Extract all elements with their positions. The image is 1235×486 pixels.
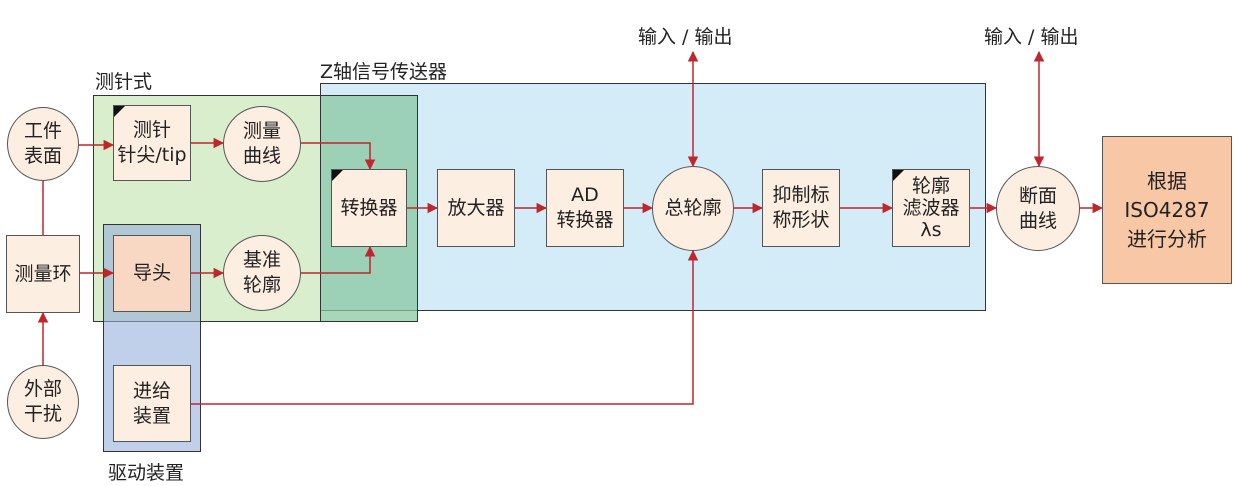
stylus-region-label: 测针式 [95, 71, 153, 93]
measured-curve-node: 测量 曲线 [223, 106, 301, 182]
suppress-form-node: 抑制标 称形状 [762, 169, 840, 247]
iso-analysis-node: 根据 ISO4287 进行分析 [1102, 136, 1232, 284]
connector-feed-to-total [191, 249, 699, 405]
stylus-tip-node: 测针 针尖/tip [113, 105, 191, 181]
workpiece-surface-node: 工件 表面 [7, 107, 79, 181]
reference-profile-node: 基准 轮廓 [223, 235, 301, 311]
io-label-1: 输入 / 输出 [638, 26, 733, 48]
section-curve-node: 断面 曲线 [996, 166, 1080, 251]
io-label-2: 输入 / 输出 [984, 26, 1079, 48]
connector-curve-to-transducer [301, 142, 376, 171]
measurement-loop-node: 测量环 [6, 235, 80, 313]
feed-device-node: 进给 装置 [113, 365, 191, 442]
transducer-node: 转换器 [331, 169, 407, 247]
ad-converter-node: AD 转换器 [546, 169, 624, 247]
profile-filter-node: 轮廓 滤波器 λs [892, 169, 970, 247]
amplifier-node: 放大器 [437, 169, 515, 247]
connector-reference-to-transducer [301, 245, 376, 274]
total-profile-node: 总轮廓 [652, 166, 734, 251]
z-axis-region-label: Z轴信号传送器 [320, 61, 448, 83]
external-disturbance-node: 外部 干扰 [7, 365, 79, 439]
guide-node: 导头 [113, 235, 191, 312]
drive-region-label: 驱动装置 [108, 462, 185, 484]
